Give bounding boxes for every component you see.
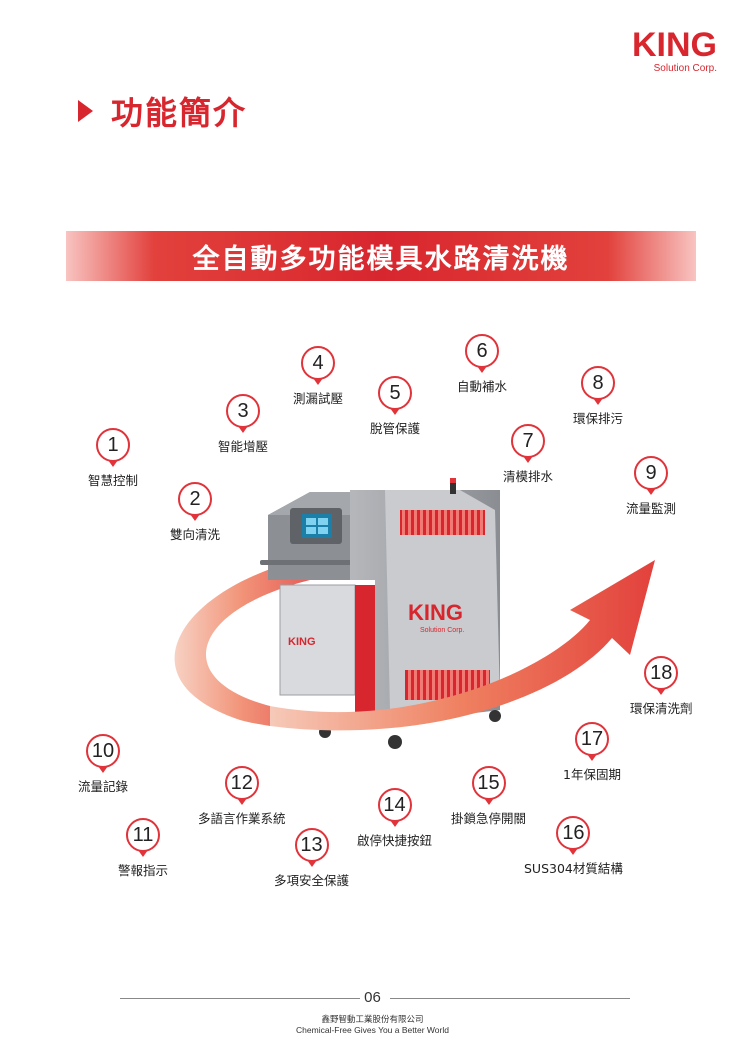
feature-number: 8 <box>581 366 615 405</box>
feature-8: 8 環保排污 <box>573 366 623 427</box>
feature-label: 智慧控制 <box>88 473 139 488</box>
feature-17: 17 1年保固期 <box>563 722 621 783</box>
feature-2: 2 雙向清洗 <box>170 482 220 543</box>
section-title: 功能簡介 <box>111 94 248 132</box>
feature-label: 流量記錄 <box>78 779 129 794</box>
product-banner: 全自動多功能模具水路清洗機 <box>66 231 696 281</box>
feature-label: 環保排污 <box>573 411 624 426</box>
brand-logo: KING Solution Corp. <box>632 28 717 74</box>
feature-11: 11 警報指示 <box>118 818 168 879</box>
feature-18: 18 環保清洗劑 <box>630 656 693 717</box>
feature-number: 6 <box>465 334 499 373</box>
feature-10: 10 流量記錄 <box>78 734 128 795</box>
feature-label: 自動補水 <box>457 379 508 394</box>
feature-4: 4 測漏試壓 <box>293 346 343 407</box>
feature-16: 16 SUS304材質結構 <box>524 816 623 877</box>
feature-7: 7 清模排水 <box>503 424 553 485</box>
feature-3: 3 智能增壓 <box>218 394 268 455</box>
feature-number: 10 <box>86 734 120 773</box>
feature-number: 9 <box>634 456 668 495</box>
logo-subtitle: Solution Corp. <box>653 63 717 74</box>
feature-15: 15 掛鎖急停開關 <box>451 766 526 827</box>
feature-label: 多語言作業系統 <box>198 811 286 826</box>
section-heading: 功能簡介 <box>78 88 247 134</box>
feature-12: 12 多語言作業系統 <box>198 766 286 827</box>
feature-label: 測漏試壓 <box>293 391 344 406</box>
feature-label: 環保清洗劑 <box>630 701 693 716</box>
feature-number: 17 <box>574 722 609 761</box>
feature-label: 啟停快捷按鈕 <box>357 833 433 848</box>
feature-number: 18 <box>644 656 679 695</box>
feature-label: 掛鎖急停開關 <box>451 811 527 826</box>
feature-label: 流量監測 <box>626 501 677 516</box>
page-number: 06 <box>364 989 381 1006</box>
machine-body <box>260 478 501 749</box>
feature-label: SUS304材質結構 <box>524 861 623 876</box>
feature-label: 智能增壓 <box>218 439 269 454</box>
machine-illustration: KING Solution Corp. KING <box>174 478 655 749</box>
feature-6: 6 自動補水 <box>457 334 507 395</box>
footer-rule-right <box>390 998 630 999</box>
feature-number: 7 <box>511 424 545 463</box>
feature-number: 14 <box>377 788 412 827</box>
product-title: 全自動多功能模具水路清洗機 <box>192 243 570 275</box>
feature-label: 1年保固期 <box>563 767 621 782</box>
feature-label: 多項安全保護 <box>274 873 350 888</box>
feature-label: 雙向清洗 <box>170 527 221 542</box>
machine-logo-small: KING <box>288 636 316 648</box>
swoosh-arrow-front <box>270 560 655 731</box>
feature-13: 13 多項安全保護 <box>274 828 349 889</box>
feature-label: 警報指示 <box>118 863 169 878</box>
feature-number: 1 <box>96 428 130 467</box>
feature-label: 清模排水 <box>503 469 554 484</box>
feature-14: 14 啟停快捷按鈕 <box>357 788 432 849</box>
feature-label: 脫管保護 <box>370 421 421 436</box>
footer-slogan: Chemical-Free Gives You a Better World <box>296 1025 449 1035</box>
footer-rule-left <box>120 998 360 999</box>
company-name: 鑫野智動工業股份有限公司 <box>321 1015 424 1025</box>
swoosh-arrow-back <box>174 560 310 726</box>
feature-number: 13 <box>294 828 329 867</box>
feature-5: 5 脫管保護 <box>370 376 420 437</box>
feature-number: 2 <box>178 482 212 521</box>
feature-number: 15 <box>471 766 506 805</box>
feature-9: 9 流量監測 <box>626 456 676 517</box>
feature-1: 1 智慧控制 <box>88 428 138 489</box>
logo-wordmark: KING <box>632 26 717 64</box>
feature-number: 4 <box>301 346 335 385</box>
feature-number: 16 <box>556 816 591 855</box>
machine-logo-large: KING <box>408 600 463 625</box>
triangle-bullet-icon <box>78 100 93 122</box>
feature-number: 11 <box>126 818 160 857</box>
machine-logo-sub: Solution Corp. <box>420 627 464 634</box>
feature-number: 5 <box>378 376 412 415</box>
feature-number: 12 <box>224 766 259 805</box>
feature-number: 3 <box>226 394 260 433</box>
